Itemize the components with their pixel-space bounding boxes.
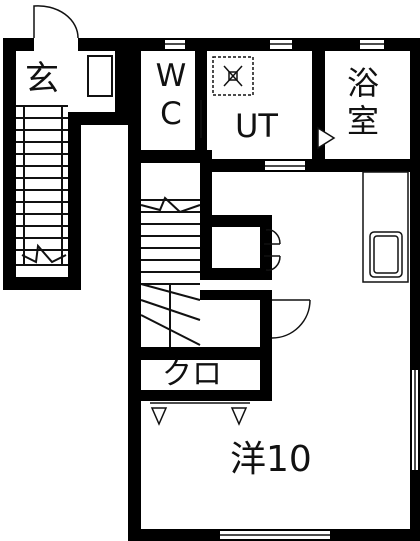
windows: [165, 43, 416, 536]
entrance-door: [33, 5, 79, 39]
shoe-cabinet: [87, 55, 113, 97]
washer-pan: [212, 56, 254, 96]
wc-label: W C: [155, 58, 187, 132]
ut-door: [317, 126, 336, 150]
utility-label: UT: [235, 107, 278, 145]
closet-doors: [150, 402, 250, 426]
inner-stairs: [140, 196, 201, 347]
storage-door: [264, 229, 281, 271]
closet-label: クロ: [162, 357, 222, 392]
bath-label: 浴 室: [346, 64, 379, 140]
entrance-stairs: [16, 105, 68, 266]
room-door: [271, 299, 311, 339]
genkan-label: 玄: [25, 59, 59, 99]
western-room-label: 洋10: [230, 439, 312, 480]
entrance-block: [3, 38, 128, 290]
kitchen-counter: [362, 171, 409, 283]
